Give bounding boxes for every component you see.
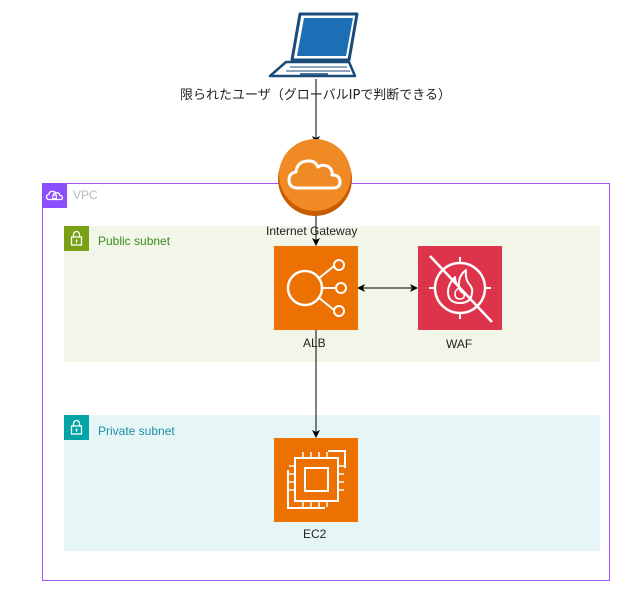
alb-label: ALB xyxy=(303,336,326,350)
firewall-icon xyxy=(418,246,502,330)
lock-icon xyxy=(64,415,89,440)
waf-label: WAF xyxy=(446,337,473,351)
load-balancer-icon xyxy=(274,246,358,330)
igw-label: Internet Gateway xyxy=(266,224,358,238)
vpc-label: VPC xyxy=(73,188,98,202)
ec2-chip-icon xyxy=(274,438,358,522)
ec2-label: EC2 xyxy=(303,527,327,541)
laptop-icon xyxy=(268,12,359,78)
vpc-cloud-icon xyxy=(42,183,67,208)
lock-icon xyxy=(64,226,89,251)
private-subnet-label: Private subnet xyxy=(98,424,175,438)
public-subnet-label: Public subnet xyxy=(98,234,171,248)
client-label: 限られたユーザ（グローバルIPで判断できる） xyxy=(180,88,452,103)
cloud-icon xyxy=(278,139,352,216)
